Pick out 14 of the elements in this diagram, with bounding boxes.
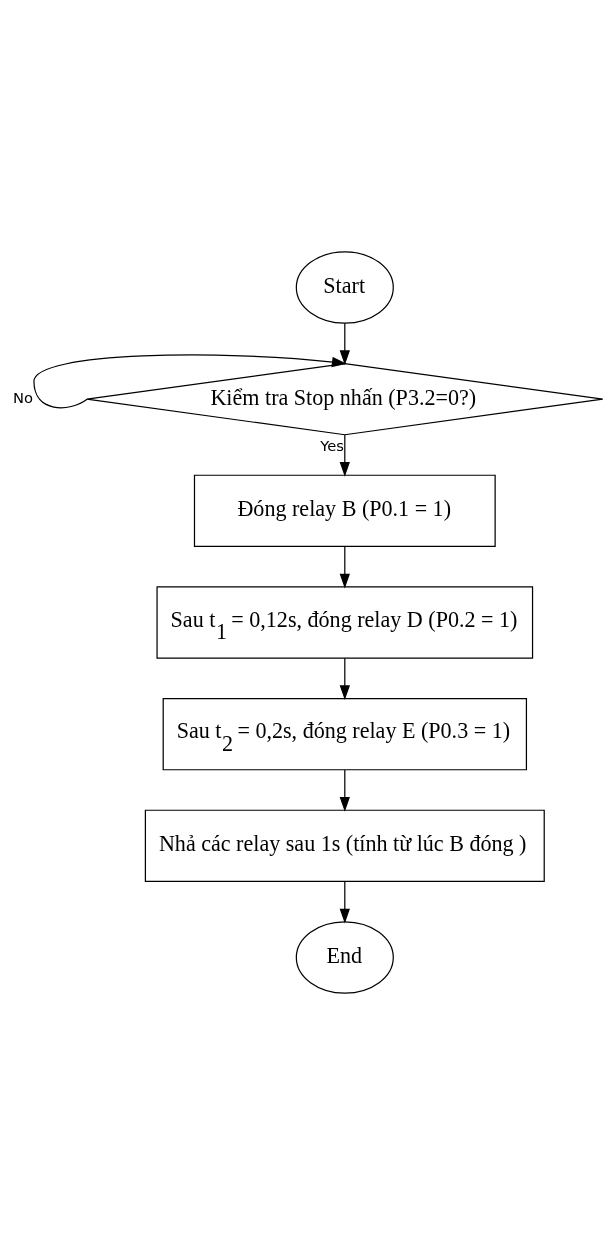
node-ellipse: Start xyxy=(295,251,394,324)
node-diamond: Kiểm tra Stop nhấn (P3.2=0?) xyxy=(86,362,604,436)
arrow xyxy=(339,434,350,477)
arrow xyxy=(339,546,350,589)
edge-label: Yes xyxy=(320,436,345,454)
arrow xyxy=(339,657,350,701)
node-ellipse: End xyxy=(295,921,394,994)
arrow xyxy=(33,354,347,409)
node-box: Nhả các relay sau 1s (tính từ lúc B đóng ) xyxy=(144,809,545,883)
arrow xyxy=(339,322,350,366)
node-box: Đóng relay B (P0.1 = 1) xyxy=(193,474,496,548)
edge-label: No xyxy=(13,388,34,406)
arrow xyxy=(339,769,350,812)
arrow xyxy=(339,881,350,924)
